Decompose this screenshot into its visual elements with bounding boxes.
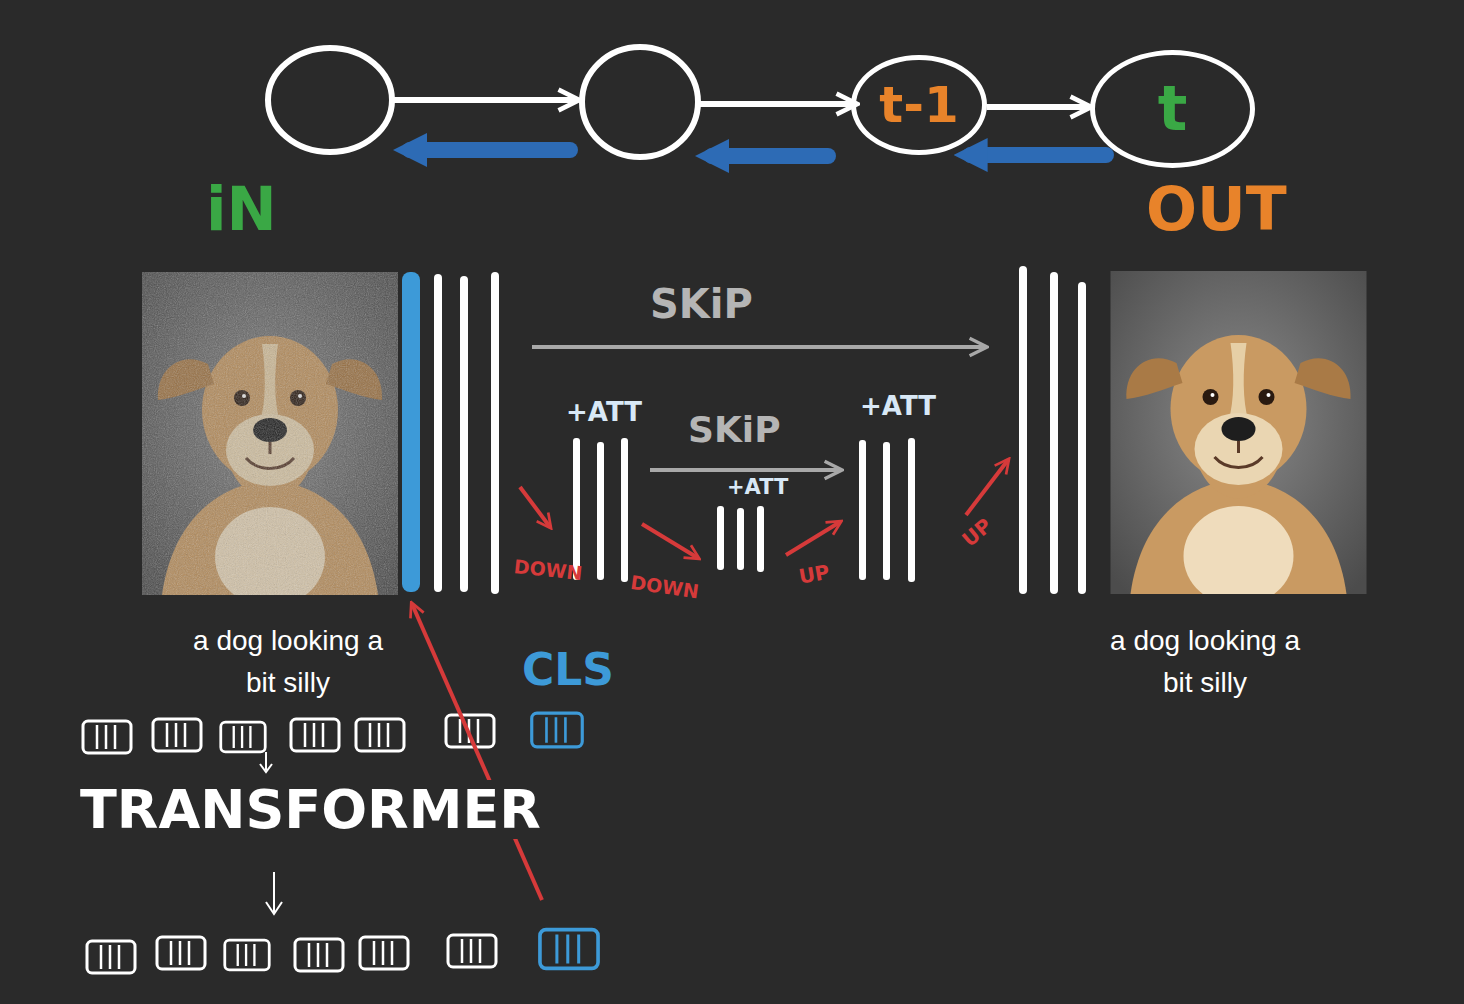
prompt-caption: a dog looking a bit silly xyxy=(1095,620,1315,704)
input-layer xyxy=(402,272,420,592)
token-row-out xyxy=(87,935,496,973)
token-row-out xyxy=(87,941,135,973)
unet-layers xyxy=(737,508,744,570)
unet-layers xyxy=(1078,282,1086,594)
token-row-in xyxy=(153,719,201,751)
down-up-arrows xyxy=(520,487,550,527)
cls-token-in xyxy=(532,713,583,747)
input-image xyxy=(142,272,398,595)
skip-connections xyxy=(650,468,840,472)
unet-layers xyxy=(573,438,580,580)
upsample-label: UP xyxy=(797,561,831,588)
unet-layers xyxy=(908,438,915,582)
token-row-in xyxy=(356,719,404,751)
downsample-label: DOWN xyxy=(629,572,700,602)
unet-layers xyxy=(434,266,1086,594)
forward-arrows xyxy=(393,97,578,103)
attention-label: +ATT xyxy=(727,476,788,499)
token-row-in xyxy=(446,715,494,747)
state-circle: t xyxy=(1090,50,1255,168)
cls-label: CLS xyxy=(522,646,614,694)
down-up-arrows xyxy=(642,524,698,558)
prompt-caption: a dog looking a bit silly xyxy=(178,620,398,704)
unet-layers xyxy=(621,438,628,582)
transformer-arrows xyxy=(266,872,282,914)
output-title: OUT xyxy=(1146,176,1287,242)
unet-layers xyxy=(434,274,442,592)
down-up-arrows xyxy=(520,460,1008,558)
unet-layers xyxy=(717,506,724,570)
downsample-label: DOWN xyxy=(513,556,584,584)
unet-layers xyxy=(1019,266,1027,594)
skip-label: SKiP xyxy=(688,410,781,450)
token-row-out xyxy=(295,939,343,971)
transformer-label: TRANSFORMER xyxy=(76,780,545,839)
output-image xyxy=(1111,271,1367,606)
step-label: t xyxy=(1158,78,1188,140)
skip-label: SKiP xyxy=(650,282,753,326)
cls-token-out xyxy=(540,930,598,969)
down-up-arrows xyxy=(786,522,840,555)
empty-state-circles xyxy=(268,48,392,152)
unet-layers xyxy=(883,442,890,580)
empty-state-circles xyxy=(582,47,698,157)
transformer-arrows xyxy=(260,752,272,772)
token-row-out xyxy=(360,937,408,969)
reverse-arrows xyxy=(410,150,828,156)
forward-arrow xyxy=(987,104,1090,110)
input-image xyxy=(142,272,398,607)
state-circle: t-1 xyxy=(851,55,986,155)
forward-arrows xyxy=(699,101,856,107)
token-row-in xyxy=(291,719,339,751)
token-row-in xyxy=(83,715,494,753)
unet-layers xyxy=(491,272,499,594)
unet-layers xyxy=(1050,272,1058,594)
output-image xyxy=(1111,271,1367,606)
unet-layers xyxy=(859,440,866,580)
reverse-arrows xyxy=(410,142,570,158)
token-row-in xyxy=(83,721,131,753)
input-title: iN xyxy=(206,176,277,242)
reverse-arrows xyxy=(712,148,828,164)
skip-connections xyxy=(532,345,985,349)
step-label: t-1 xyxy=(879,80,958,130)
forward-arrows xyxy=(393,100,856,104)
empty-state-circles xyxy=(268,47,698,157)
token-row-out xyxy=(157,937,205,969)
unet-layers xyxy=(460,276,468,592)
attention-label: +ATT xyxy=(566,398,642,427)
attention-label: +ATT xyxy=(860,392,936,421)
skip-connections xyxy=(532,347,985,470)
upsample-label: UP xyxy=(958,514,996,551)
input-image xyxy=(142,272,398,595)
down-up-arrows xyxy=(966,460,1008,515)
token-row-out xyxy=(448,935,496,967)
input-image xyxy=(142,272,398,595)
token-row-in xyxy=(221,722,265,752)
unet-layers xyxy=(757,506,764,572)
token-row-out xyxy=(225,940,269,970)
reverse-arrow xyxy=(971,147,1106,163)
unet-layers xyxy=(597,442,604,580)
